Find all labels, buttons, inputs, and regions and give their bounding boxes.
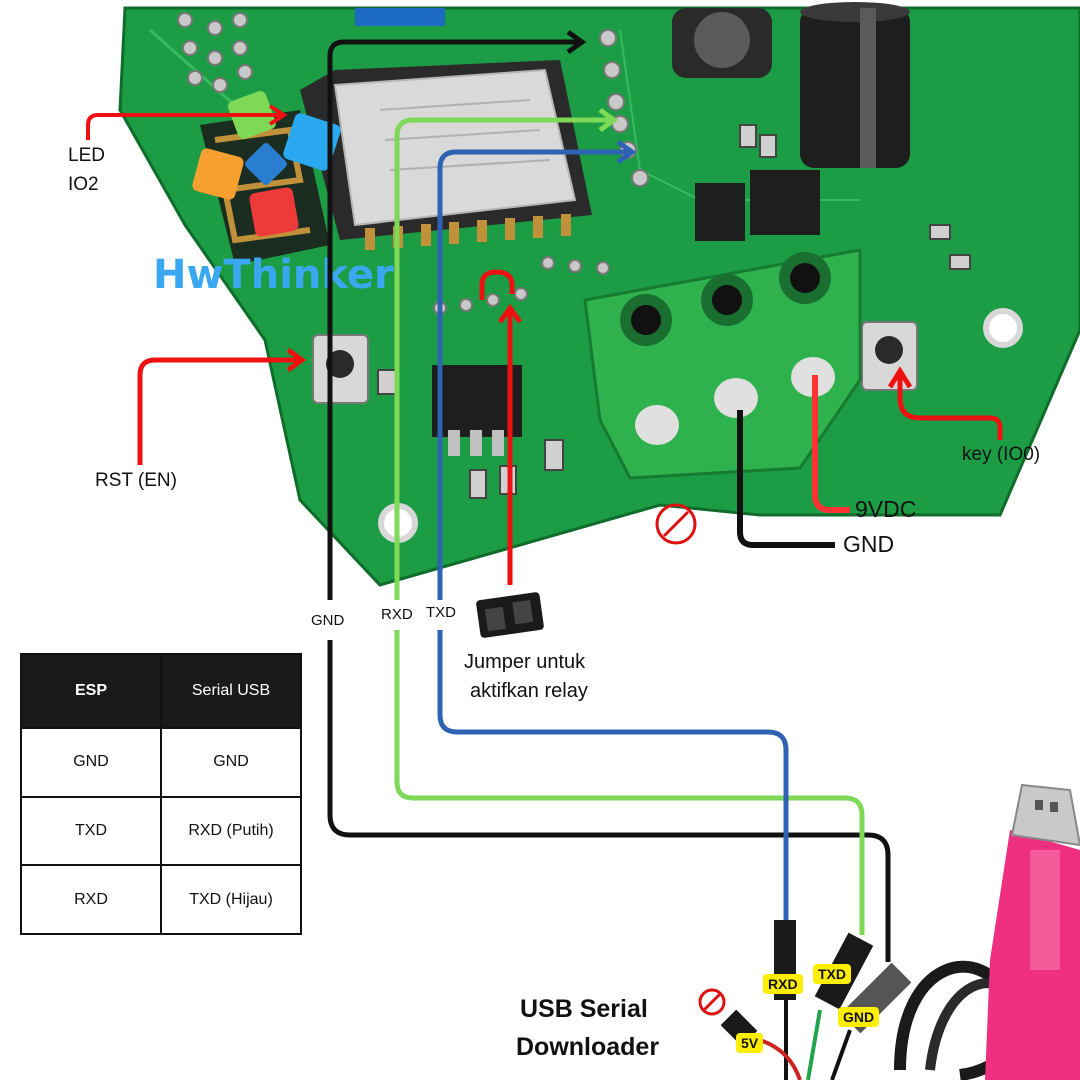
wire-label-rxd: RXD bbox=[378, 606, 416, 623]
jumper-cap bbox=[476, 592, 545, 639]
usb-serial-cable bbox=[900, 785, 1080, 1080]
mounting-hole bbox=[986, 311, 1020, 345]
table-row: TXD RXD (Putih) bbox=[21, 797, 301, 866]
table-cell: RXD bbox=[21, 865, 161, 934]
table-cell: GND bbox=[161, 728, 301, 797]
table-header-esp: ESP bbox=[21, 654, 161, 728]
pin-tag-5v: 5V bbox=[736, 1033, 763, 1053]
table-cell: TXD (Hijau) bbox=[161, 865, 301, 934]
electrolytic-capacitor bbox=[800, 2, 910, 168]
vdc-label: 9VDC bbox=[855, 496, 916, 523]
no-entry-icon bbox=[657, 505, 695, 543]
pin-mapping-table: ESP Serial USB GND GND TXD RXD (Putih) R… bbox=[20, 653, 302, 935]
table-cell: RXD (Putih) bbox=[161, 797, 301, 866]
key-button bbox=[862, 322, 917, 390]
no-entry-icon bbox=[700, 990, 724, 1014]
table-header-serial-usb: Serial USB bbox=[161, 654, 301, 728]
wire-label-gnd: GND bbox=[308, 612, 347, 629]
usb-title-2: Downloader bbox=[516, 1033, 659, 1062]
ic-chip bbox=[750, 170, 820, 235]
wire-label-txd: TXD bbox=[423, 604, 459, 621]
inductor bbox=[672, 8, 772, 78]
brand-text: HwThinker bbox=[153, 252, 394, 298]
rst-label: RST (EN) bbox=[95, 470, 177, 492]
table-row: GND GND bbox=[21, 728, 301, 797]
gnd-terminal-label: GND bbox=[843, 531, 894, 558]
usb-title-1: USB Serial bbox=[520, 995, 648, 1024]
table-row: RXD TXD (Hijau) bbox=[21, 865, 301, 934]
table-cell: GND bbox=[21, 728, 161, 797]
jumper-label-1: Jumper untuk bbox=[464, 651, 585, 674]
led-label: LED bbox=[68, 145, 105, 167]
pin-tag-txd: TXD bbox=[813, 964, 851, 984]
relay bbox=[355, 8, 445, 26]
jumper-label-2: aktifkan relay bbox=[470, 680, 588, 703]
key-label: key (IO0) bbox=[962, 444, 1040, 466]
dupont-connectors bbox=[721, 920, 912, 1080]
pin-tag-rxd: RXD bbox=[763, 974, 803, 994]
ic-chip bbox=[695, 183, 745, 241]
rst-button bbox=[313, 335, 368, 403]
led-pin-label: IO2 bbox=[68, 174, 99, 196]
table-cell: TXD bbox=[21, 797, 161, 866]
pin-tag-gnd: GND bbox=[838, 1007, 879, 1027]
